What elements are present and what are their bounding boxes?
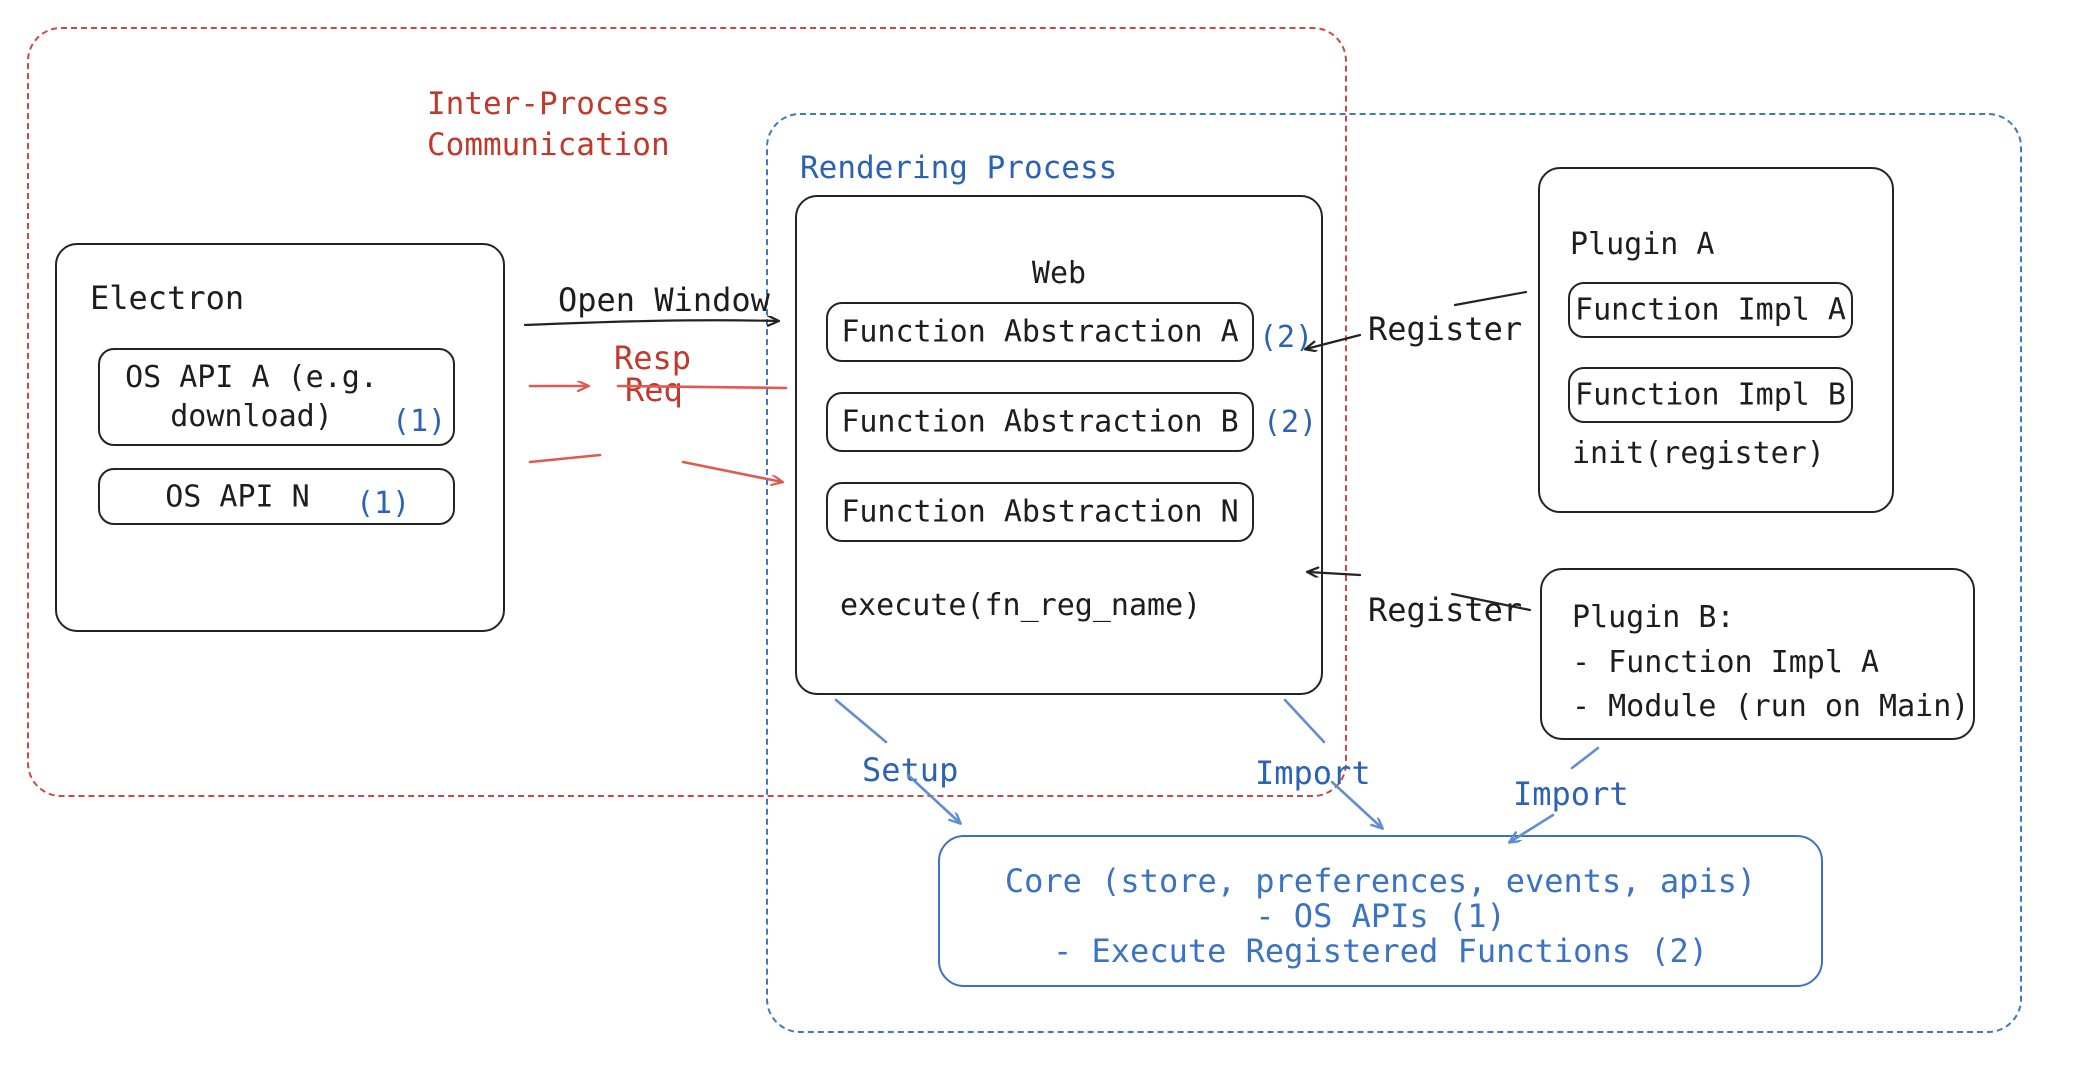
req-edge-label: Req — [625, 371, 683, 409]
plugin-b-line-1: - Function Impl A — [1572, 645, 1880, 680]
function-abstraction-b-box[interactable]: Function Abstraction B — [826, 392, 1254, 452]
function-abstraction-b-label: Function Abstraction B — [841, 404, 1239, 440]
resp-edge-label: Resp — [614, 339, 692, 377]
web-execute-label: execute(fn_reg_name) — [840, 588, 1202, 623]
core-line-3: - Execute Registered Functions (2) — [1052, 932, 1709, 970]
os-api-n-ref: (1) — [356, 486, 411, 521]
ipc-zone-boundary — [27, 27, 1347, 797]
core-line-2: - OS APIs (1) — [1255, 897, 1506, 935]
os-api-a-ref: (1) — [392, 404, 447, 439]
electron-title: Electron — [90, 279, 245, 317]
plugin-b-line-2: - Module (run on Main) — [1572, 689, 1970, 724]
import-web-edge-label: Import — [1255, 754, 1371, 792]
os-api-n-label: OS API N — [165, 479, 310, 514]
plugin-a-box[interactable] — [1538, 167, 1894, 513]
function-abstraction-a-label: Function Abstraction A — [841, 314, 1239, 350]
core-line-1: Core (store, preferences, events, apis) — [1004, 862, 1757, 900]
ipc-zone-label: Inter-Process Communication — [427, 86, 670, 163]
rendering-process-zone-boundary — [766, 113, 2022, 1033]
plugin-a-impl-b-box[interactable]: Function Impl B — [1568, 367, 1853, 423]
plugin-b-box[interactable] — [1540, 568, 1975, 740]
rendering-process-label: Rendering Process — [800, 150, 1118, 186]
function-abstraction-n-box[interactable]: Function Abstraction N — [826, 482, 1254, 542]
core-box[interactable] — [938, 835, 1823, 987]
plugin-a-impl-b-label: Function Impl B — [1575, 377, 1846, 413]
register-b-edge-label: Register — [1368, 591, 1523, 629]
os-api-n-box[interactable]: OS API N (1) — [98, 468, 455, 525]
function-abstraction-a-ref: (2) — [1259, 320, 1314, 355]
web-title: Web — [1031, 256, 1087, 291]
open-window-edge-label: Open Window — [558, 281, 770, 319]
plugin-a-impl-a-box[interactable]: Function Impl A — [1568, 282, 1853, 338]
plugin-a-impl-a-label: Function Impl A — [1575, 292, 1846, 328]
function-abstraction-a-box[interactable]: Function Abstraction A — [826, 302, 1254, 362]
setup-edge-label: Setup — [862, 751, 959, 789]
plugin-a-title: Plugin A — [1570, 227, 1715, 262]
plugin-a-init-label: init(register) — [1572, 436, 1825, 471]
register-a-edge-label: Register — [1368, 310, 1523, 348]
import-plugin-edge-label: Import — [1513, 775, 1629, 813]
plugin-b-title: Plugin B: — [1572, 600, 1735, 635]
function-abstraction-b-ref: (2) — [1263, 405, 1318, 440]
os-api-a-label: OS API A (e.g. download) — [125, 360, 378, 434]
function-abstraction-n-label: Function Abstraction N — [841, 494, 1239, 530]
os-api-a-box[interactable]: OS API A (e.g. download) (1) — [98, 348, 455, 446]
